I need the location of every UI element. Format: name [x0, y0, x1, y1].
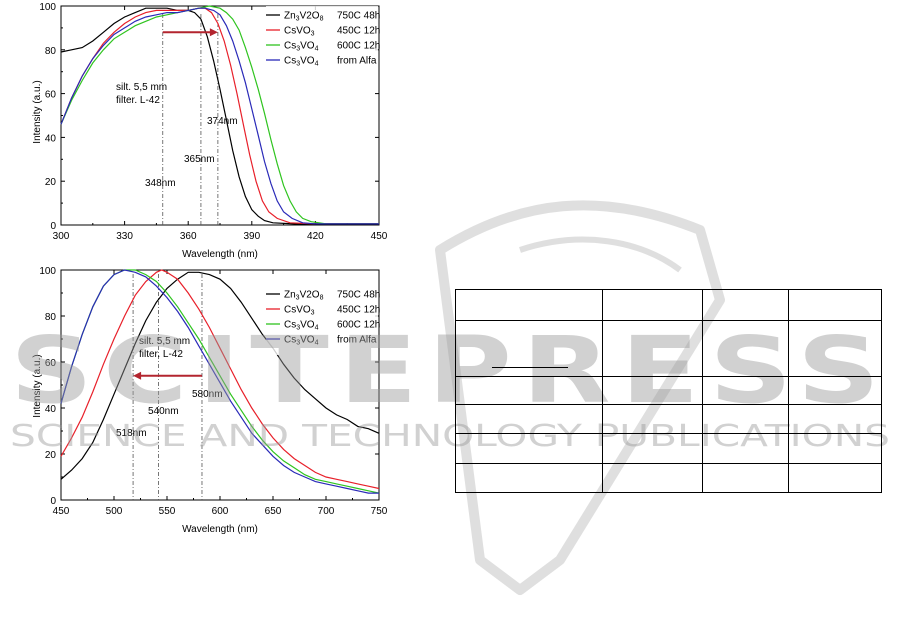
table-cell [702, 320, 790, 377]
table-cell [601, 320, 704, 377]
table-cell [702, 376, 790, 405]
x-tick-label: 650 [265, 506, 282, 517]
y-tick-label: 100 [39, 2, 56, 13]
y-tick-label: 0 [50, 496, 56, 507]
table-cell [788, 376, 882, 405]
wavelength-label: 518nm [116, 428, 147, 439]
series-line-1 [60, 271, 380, 480]
y-tick-label: 20 [45, 177, 57, 188]
table-cell [702, 433, 790, 464]
wavelength-label: 580nm [192, 389, 223, 400]
series-line-4 [60, 7, 379, 225]
y-tick-label: 20 [45, 450, 57, 461]
y-tick-label: 60 [45, 90, 57, 101]
x-tick-label: 500 [106, 506, 123, 517]
table-cell [788, 404, 882, 434]
table-cell [601, 376, 704, 405]
x-tick-label: 600 [212, 506, 229, 517]
slit-note: silt. 5,5 mm [116, 82, 167, 93]
table-cell [702, 404, 790, 434]
x-axis-label: Wavelength (nm) [182, 249, 258, 260]
x-tick-label: 750 [371, 506, 388, 517]
shift-arrow-head [133, 371, 142, 380]
table-cell [455, 404, 603, 434]
table-cell [788, 289, 882, 321]
y-axis-label: Intensity (a.u.) [32, 354, 43, 417]
table-cell [601, 463, 704, 493]
table-cell [455, 433, 603, 464]
table-cell [702, 289, 790, 321]
y-tick-label: 80 [45, 312, 57, 323]
series-line-1 [60, 7, 379, 225]
wavelength-label: 365nm [184, 154, 215, 165]
x-tick-label: 330 [116, 231, 133, 242]
x-tick-label: 450 [53, 506, 70, 517]
x-tick-label: 450 [371, 231, 388, 242]
y-tick-label: 40 [45, 133, 57, 144]
chart-1: 300 330 360 390 420 450 0 20 40 60 80 100Wavelength… [32, 2, 388, 260]
filter-note: filter. L-42 [139, 349, 183, 360]
y-axis-label: Intensity (a.u.) [32, 80, 43, 143]
table-cell [455, 320, 603, 377]
table-cell [455, 463, 603, 493]
x-tick-label: 420 [307, 231, 324, 242]
x-tick-label: 360 [180, 231, 197, 242]
table-cell [455, 376, 603, 405]
x-tick-label: 700 [318, 506, 335, 517]
empty-table [455, 289, 882, 493]
table-cell [788, 433, 882, 464]
y-tick-label: 100 [39, 266, 56, 277]
chart-2: 450 500 550 600 650 700 750 0 20 40 60 80 100Wavelen… [32, 266, 388, 535]
table-cell [601, 404, 704, 434]
legend-box [266, 6, 378, 76]
series-line-2 [60, 269, 380, 490]
y-tick-label: 0 [50, 221, 56, 232]
y-tick-label: 60 [45, 358, 57, 369]
x-tick-label: 390 [243, 231, 260, 242]
x-axis-label: Wavelength (nm) [182, 524, 258, 535]
table-cell [788, 320, 882, 377]
legend-box [266, 285, 378, 355]
watermark-logo-icon [519, 236, 682, 273]
x-tick-label: 300 [53, 231, 70, 242]
series-line-4 [60, 269, 379, 494]
x-tick-label: 550 [159, 506, 176, 517]
table-underline [492, 367, 568, 368]
series-line-3 [60, 5, 379, 225]
table-cell [601, 289, 704, 321]
slit-note: silt. 5,5 mm [139, 336, 190, 347]
wavelength-label: 348nm [145, 178, 176, 189]
y-tick-label: 80 [45, 46, 57, 57]
y-tick-label: 40 [45, 404, 57, 415]
table-cell [788, 463, 882, 493]
table-cell [601, 433, 704, 464]
wavelength-label: 374nm [207, 116, 238, 127]
table-cell [455, 289, 603, 321]
filter-note: filter. L-42 [116, 95, 160, 106]
table-cell [702, 463, 790, 493]
wavelength-label: 540nm [148, 406, 179, 417]
shift-arrow-head [209, 28, 218, 37]
